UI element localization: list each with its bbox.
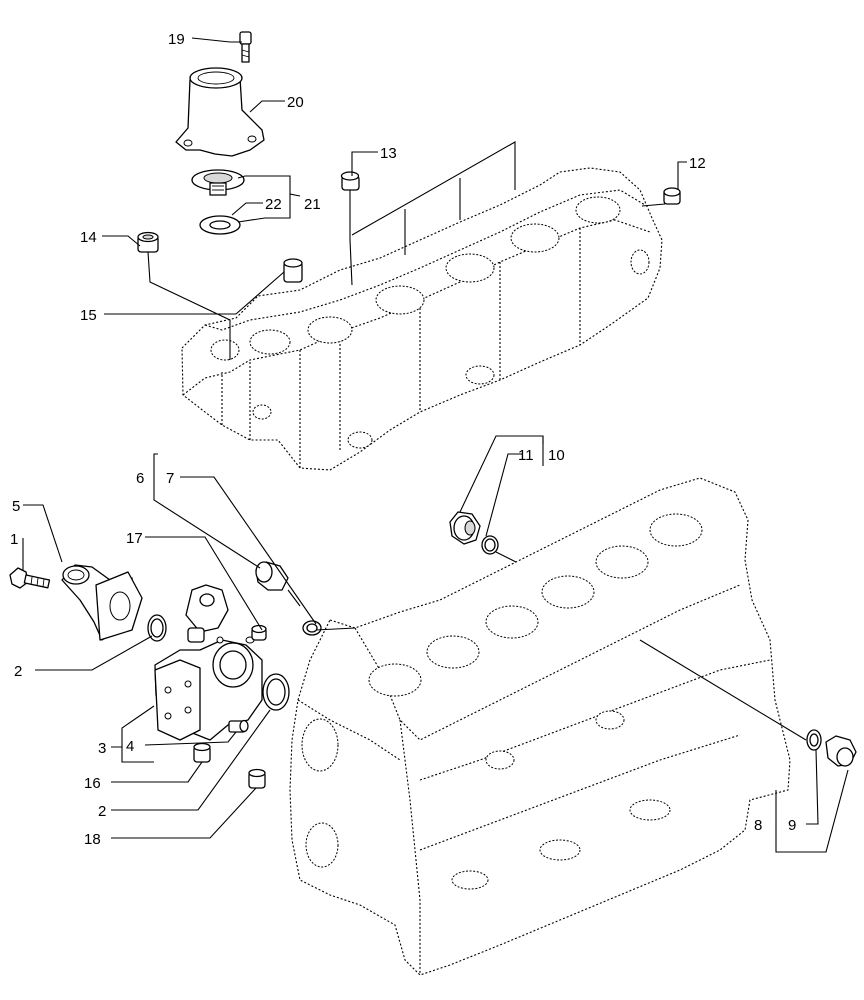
callout-18: 18 xyxy=(84,831,101,848)
callout-12: 12 xyxy=(689,155,706,172)
thermostat-22 xyxy=(191,169,245,196)
cylinder-block xyxy=(289,477,791,976)
callout-20: 20 xyxy=(287,94,304,111)
elbow-pipe-5 xyxy=(61,564,143,641)
callout-17: 17 xyxy=(126,530,143,547)
callout-21: 21 xyxy=(304,196,321,213)
plug-16 xyxy=(193,742,211,763)
callout-4: 4 xyxy=(126,738,134,755)
thermostat-housing-20 xyxy=(175,67,265,157)
plug-18 xyxy=(248,768,266,789)
callout-10: 10 xyxy=(548,447,565,464)
plug-14 xyxy=(137,231,159,253)
plug-7 xyxy=(255,561,289,591)
callout-19: 19 xyxy=(168,31,185,48)
plug-9 xyxy=(825,735,857,767)
callout-2-upper: 2 xyxy=(14,663,22,680)
callout-7: 7 xyxy=(166,470,174,487)
plug-13 xyxy=(340,171,360,191)
callout-8: 8 xyxy=(754,817,762,834)
plug-10 xyxy=(449,511,481,545)
ring-8 xyxy=(806,729,822,751)
water-pump-3 xyxy=(154,584,263,741)
ring-6 xyxy=(302,620,322,636)
plug-12 xyxy=(663,187,681,205)
callout-6: 6 xyxy=(136,470,144,487)
ring-11 xyxy=(481,535,499,555)
bolt-1 xyxy=(9,567,51,589)
callout-14: 14 xyxy=(80,229,97,246)
callout-5: 5 xyxy=(12,498,20,515)
bolt-19 xyxy=(239,31,252,63)
leader-lines xyxy=(22,37,849,853)
cylinder-head xyxy=(181,167,663,471)
seal-ring-21 xyxy=(199,215,241,235)
callout-15: 15 xyxy=(80,307,97,324)
plug-17 xyxy=(251,624,267,641)
plug-15 xyxy=(283,258,303,283)
o-ring-2-upper xyxy=(147,614,167,642)
dowel-4 xyxy=(228,719,249,733)
o-ring-2-lower xyxy=(262,673,290,711)
callout-labels: 19 20 13 12 22 21 14 15 11 10 6 7 5 1 17… xyxy=(10,31,796,848)
callout-11: 11 xyxy=(518,447,534,464)
callout-2-lower: 2 xyxy=(98,803,106,820)
callout-3: 3 xyxy=(98,740,106,757)
callout-9: 9 xyxy=(788,817,796,834)
callout-13: 13 xyxy=(380,145,397,162)
callout-16: 16 xyxy=(84,775,101,792)
callout-22: 22 xyxy=(265,196,282,213)
callout-1: 1 xyxy=(10,531,18,548)
